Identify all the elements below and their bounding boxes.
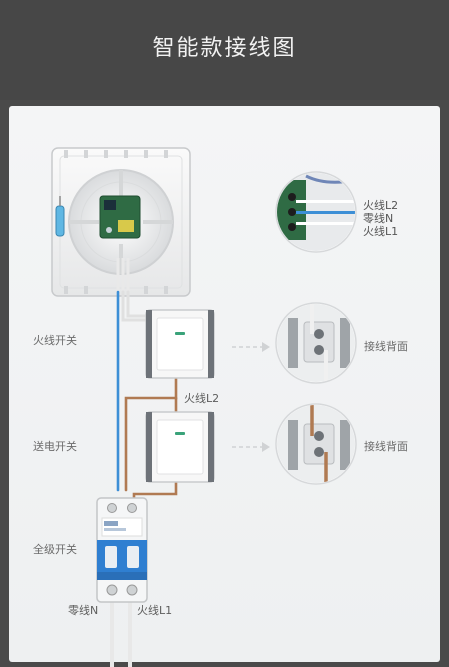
label-power-switch: 送电开关 <box>33 440 77 453</box>
power-switch <box>145 411 215 483</box>
label-neutral-wire: 零线N <box>68 604 99 617</box>
legend-item: 火线L1 <box>363 225 399 238</box>
pointer-arrows <box>232 346 262 448</box>
detail-circle-terminal <box>275 171 357 253</box>
wire-legend: 火线L2 零线N 火线L1 <box>363 199 398 238</box>
label-live-switch: 火线开关 <box>33 334 77 347</box>
label-live-l2: 火线L2 <box>184 392 220 405</box>
legend-item: 零线N <box>363 212 394 225</box>
header-bar: 智能款接线图 <box>0 0 449 100</box>
label-main-switch: 全级开关 <box>33 543 77 556</box>
fan-unit <box>51 147 191 297</box>
label-back-wiring-1: 接线背面 <box>364 340 408 353</box>
detail-circle-back-1 <box>275 302 357 384</box>
legend-item: 火线L2 <box>363 199 399 212</box>
label-back-wiring-2: 接线背面 <box>364 440 408 453</box>
label-live-l1: 火线L1 <box>137 604 173 617</box>
live-switch <box>145 309 215 379</box>
detail-circle-back-2 <box>275 403 357 485</box>
arrow-heads <box>262 342 270 452</box>
circuit-breaker <box>96 497 148 603</box>
page-title: 智能款接线图 <box>152 36 297 61</box>
wiring <box>110 290 178 667</box>
